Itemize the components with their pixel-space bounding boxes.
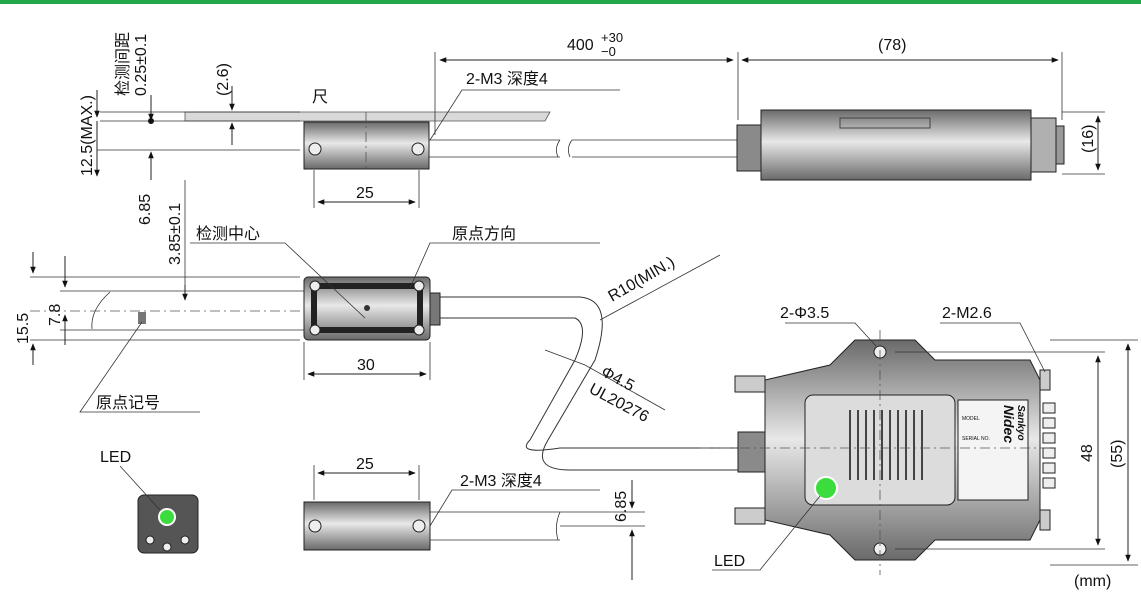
cable-tolerance-plus: +30 — [601, 30, 623, 45]
svg-text:MODEL: MODEL — [962, 416, 980, 422]
gap-label: 检测间距 — [114, 32, 132, 96]
dim-78: (78) — [878, 37, 906, 54]
connector-front-view: MODEL SERIAL NO. Nidec Sankyo — [700, 322, 1138, 575]
led-indicator-left — [158, 508, 176, 526]
cable-top — [429, 139, 560, 158]
led-indicator-connector — [814, 476, 838, 500]
cable-tolerance-minus: −0 — [601, 44, 616, 59]
connector-side — [760, 109, 1032, 181]
labels: 尺 检测间距 0.25±0.1 (2.6) 400 +30 −0 (78) 2-… — [15, 30, 1126, 590]
cable-length: 400 — [567, 37, 594, 54]
dim-6-85-left: 6.85 — [137, 194, 154, 225]
end-view — [119, 465, 199, 554]
dim-15-5: 15.5 — [15, 313, 32, 344]
dim-7-8: 7.8 — [47, 304, 64, 326]
logo-subtext: Sankyo — [1015, 405, 1026, 441]
dim-16: (16) — [1080, 125, 1097, 153]
middle-top-view — [30, 242, 770, 471]
dim-25-bottom: 25 — [356, 456, 374, 473]
dim-2-6: (2.6) — [215, 63, 232, 96]
dim-3-85: 3.85±0.1 — [167, 203, 184, 265]
origin-mark-label: 原点记号 — [96, 394, 160, 412]
sensor-head-bottom — [303, 501, 431, 551]
logo-text: Nidec — [1001, 405, 1017, 443]
product-label-plate — [957, 399, 1029, 501]
dim-55: (55) — [1109, 440, 1126, 468]
dim-30: 30 — [357, 357, 375, 374]
m2-6-label: 2-M2.6 — [942, 305, 992, 322]
led-label-left: LED — [100, 449, 131, 466]
dim-12-5: 12.5(MAX.) — [79, 95, 96, 176]
svg-text:SERIAL NO.: SERIAL NO. — [962, 436, 990, 442]
curved-cable — [440, 296, 770, 471]
top-side-view — [94, 52, 1105, 285]
origin-direction-label: 原点方向 — [452, 225, 516, 243]
scale-bar — [184, 111, 551, 122]
scale-label: 尺 — [312, 89, 328, 106]
unit-label: (mm) — [1074, 573, 1111, 590]
hole-diameter: 2-Φ3.5 — [780, 305, 829, 322]
bottom-side-view — [303, 465, 645, 580]
led-label-bottom: LED — [714, 553, 745, 570]
m3-depth-bottom: 2-M3 深度4 — [460, 472, 542, 490]
dim-48: 48 — [1079, 444, 1096, 462]
accent-top-bar — [0, 0, 1141, 4]
gap-value: 0.25±0.1 — [133, 34, 150, 96]
detect-center-label: 检测中心 — [196, 225, 260, 243]
sensor-head-top — [303, 121, 430, 170]
m3-depth-top: 2-M3 深度4 — [466, 70, 548, 88]
dim-6-85-bottom: 6.85 — [613, 491, 630, 522]
dim-25-top: 25 — [356, 185, 374, 202]
